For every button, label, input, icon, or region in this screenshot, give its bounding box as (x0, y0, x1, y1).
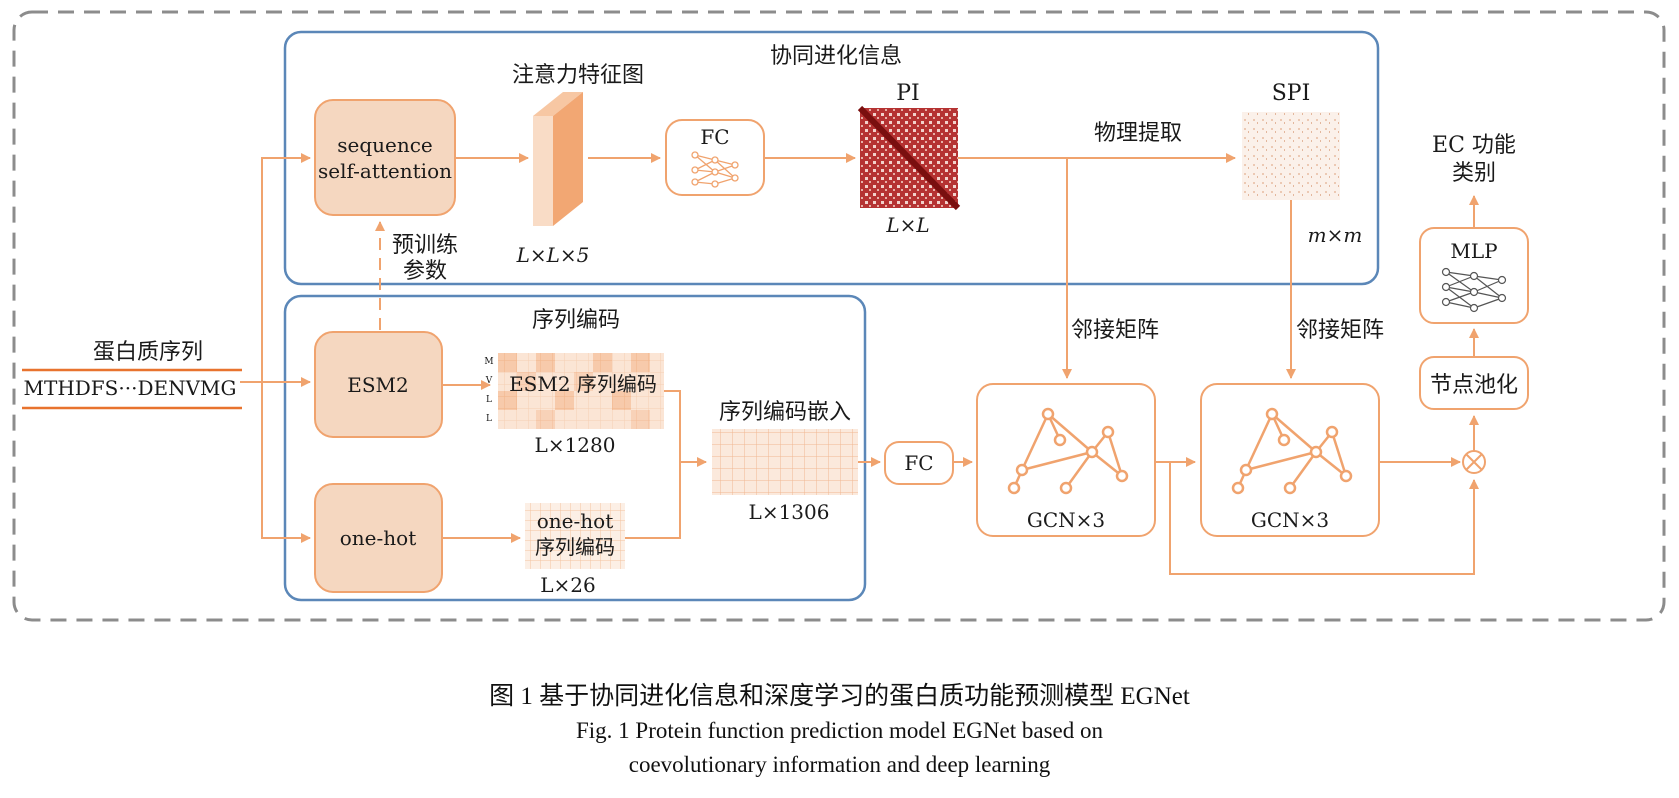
esm2-label: ESM2 (347, 373, 409, 397)
pretrain-label-1: 预训练 (392, 233, 458, 258)
esm2-dim: L×1280 (535, 433, 616, 457)
self-attention-label-2: self-attention (318, 159, 452, 183)
encoding-group (283, 294, 867, 602)
onehot-encoding-label-2: 序列编码 (535, 535, 615, 559)
mlp-network-icon (1441, 267, 1507, 313)
graph-icon-1 (1007, 407, 1129, 495)
esm2-letter-l2: L (486, 414, 492, 424)
onehot-encoding-matrix (525, 503, 625, 569)
self-attention-label-1: sequence (337, 133, 433, 157)
graph-icon-2 (1231, 407, 1353, 495)
input-arrows (240, 153, 311, 543)
coevolution-title: 协同进化信息 (770, 44, 902, 69)
spi-label: SPI (1272, 81, 1311, 106)
physical-extract-label: 物理提取 (1094, 121, 1182, 146)
onehot-encoding-label-1: one-hot (537, 509, 613, 533)
encoding-title: 序列编码 (532, 308, 620, 333)
embedding-label: 序列编码嵌入 (719, 400, 851, 425)
attention-dim: L×L×5 (516, 243, 590, 267)
embedding-dim: L×1306 (749, 500, 830, 524)
output-label-2: 类别 (1452, 161, 1496, 186)
attention-feature-map (533, 92, 583, 226)
gcn1-label: GCN×3 (1027, 508, 1105, 532)
pretrain-label-2: 参数 (403, 259, 447, 284)
spi-dim: m×m (1308, 223, 1363, 247)
caption-english-line-2: coevolutionary information and deep lear… (628, 752, 1051, 777)
protein-label: 蛋白质序列 (93, 340, 203, 365)
gcn2-label: GCN×3 (1251, 508, 1329, 532)
combine-operator (1462, 450, 1486, 474)
gcn2-block[interactable] (1200, 383, 1380, 537)
fc-bottom-label: FC (904, 451, 933, 475)
caption-english-line-1: Fig. 1 Protein function prediction model… (576, 718, 1103, 743)
outer-frame (12, 10, 1666, 622)
mlp-label: MLP (1450, 239, 1497, 263)
esm2-letter-l1: L (486, 395, 492, 405)
esm2-encoding-matrix (498, 353, 664, 429)
protein-sequence: MTHDFS···DENVMG (24, 376, 237, 400)
merge-arrows (625, 390, 707, 539)
diagram-canvas: 协同进化信息 序列编码 蛋白质序列 MTHDFS···DENVMG sequen… (12, 10, 1666, 622)
embedding-matrix (712, 429, 858, 495)
pi-diagonal (857, 105, 961, 211)
pi-dim: L×L (885, 213, 929, 237)
esm2-encoding-label: ESM2 序列编码 (509, 372, 657, 396)
caption-chinese: 图 1 基于协同进化信息和深度学习的蛋白质功能预测模型 EGNet (489, 683, 1190, 710)
pi-label: PI (896, 81, 920, 106)
output-label-1: EC 功能 (1432, 133, 1516, 158)
onehot-label: one-hot (340, 526, 416, 550)
adjacency-label-1: 邻接矩阵 (1071, 318, 1159, 343)
fc-top-label: FC (700, 125, 729, 149)
node-pooling-label: 节点池化 (1430, 373, 1518, 398)
esm2-letter-m: M (484, 357, 493, 367)
self-attention-block[interactable] (314, 99, 456, 216)
adjacency-label-2: 邻接矩阵 (1296, 318, 1384, 343)
spi-matrix (1242, 112, 1340, 200)
onehot-dim: L×26 (540, 573, 596, 597)
skip-connection (1169, 462, 1479, 575)
gcn1-block[interactable] (976, 383, 1156, 537)
esm2-letter-v: V (485, 376, 493, 386)
fc-network-icon (691, 151, 739, 188)
attention-map-label: 注意力特征图 (512, 63, 644, 88)
